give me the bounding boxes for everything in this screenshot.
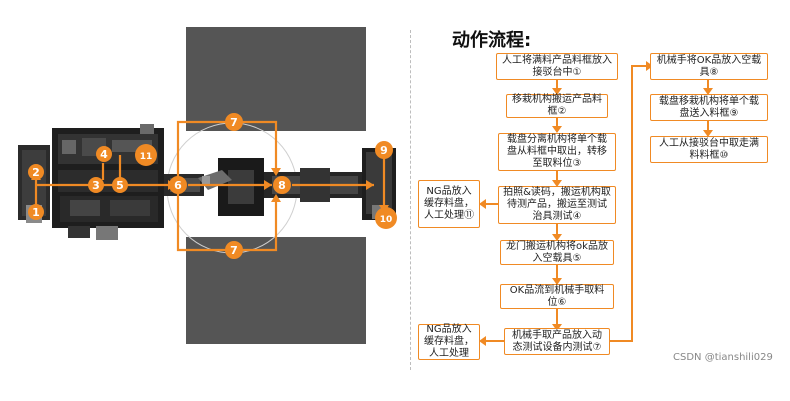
upper-test-station [186, 27, 366, 131]
badge-9-label: 9 [380, 144, 388, 157]
step-4: 拍照&读码，搬运机构取待测产品，搬运至测试治具测试④ [498, 186, 616, 224]
badge-8-label: 8 [278, 179, 286, 192]
badge-7-bottom [225, 241, 243, 259]
badge-2 [28, 164, 44, 180]
badge-1-label: 1 [32, 206, 40, 219]
badge-11-label: 11 [140, 152, 153, 162]
watermark: CSDN @tianshili029 [673, 352, 773, 363]
badge-10 [375, 207, 397, 229]
badge-7-top [225, 113, 243, 131]
badge-4-label: 4 [100, 148, 108, 161]
step-6: OK品流到机械手取料位⑥ [500, 284, 614, 309]
badge-9 [375, 141, 393, 159]
panel-divider [410, 30, 411, 370]
step-1: 人工将满料产品料框放入接驳台中① [496, 53, 618, 80]
step-9: 载盘移栽机构将单个载盘送入料框⑨ [650, 94, 768, 121]
step-2: 移栽机构搬运产品料框② [506, 94, 608, 118]
page-title: 动作流程: [452, 30, 532, 51]
badge-6 [169, 176, 187, 194]
badge-3 [88, 177, 104, 193]
ng-step-2: NG品放入缓存料盘，人工处理 [418, 324, 480, 360]
badge-3-label: 3 [92, 179, 100, 192]
step-8: 机械手将OK品放入空载具⑧ [650, 53, 768, 80]
lower-test-station [186, 237, 366, 344]
badge-10-label: 10 [380, 215, 393, 225]
badge-8 [273, 176, 291, 194]
badge-7-bottom-label: 7 [230, 244, 238, 257]
badge-2-label: 2 [32, 166, 40, 179]
badge-1 [28, 204, 44, 220]
step-10: 人工从接驳台中取走满料料框⑩ [650, 136, 768, 163]
badge-4 [96, 146, 112, 162]
step-7: 机械手取产品放入动态测试设备内测试⑦ [504, 328, 610, 355]
ng-step-1: NG品放入缓存料盘，人工处理⑪ [418, 180, 480, 228]
badge-7-top-label: 7 [230, 116, 238, 129]
badge-5-label: 5 [116, 179, 124, 192]
badge-11 [135, 144, 157, 166]
step-5: 龙门搬运机构将ok品放入空载具⑤ [500, 240, 614, 265]
badge-6-label: 6 [174, 179, 182, 192]
step-3: 载盘分离机构将单个载盘从料框中取出，转移至取料位③ [498, 133, 616, 171]
badge-5 [112, 177, 128, 193]
